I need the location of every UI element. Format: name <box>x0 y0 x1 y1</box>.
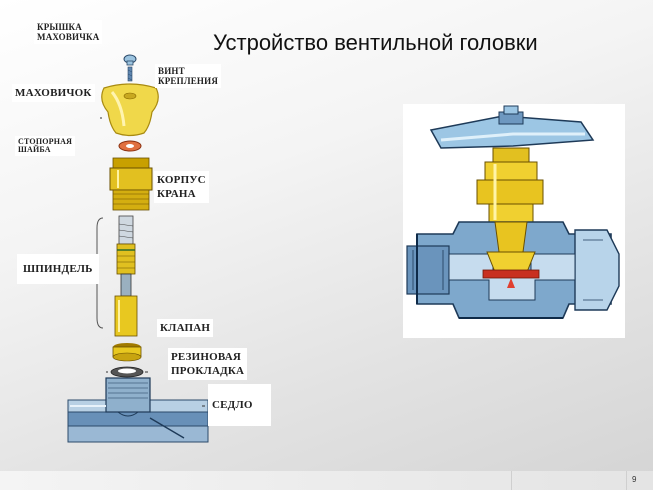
handwheel-part <box>101 83 159 137</box>
label-fixing-screw: ВИНТ КРЕПЛЕНИЯ <box>155 64 222 88</box>
label-valve-seat: СЕДЛО <box>208 384 271 426</box>
spindle-part <box>114 215 138 337</box>
fixing-screw-part <box>127 66 133 82</box>
tap-body-part <box>109 157 153 211</box>
valve-seat-part <box>67 377 209 443</box>
label-tap-body: КОРПУС КРАНА <box>154 171 209 203</box>
slide-footer <box>0 471 653 490</box>
label-lock-washer: СТОПОРНАЯ ШАЙБА <box>15 136 76 156</box>
lock-washer-part <box>118 140 142 152</box>
valve-cross-section-drawing <box>403 104 625 338</box>
page-number: 9 <box>632 475 637 484</box>
slide-title: Устройство вентильной головки <box>213 30 538 55</box>
rubber-gasket-part <box>110 366 144 378</box>
label-handwheel-cover: КРЫШКА МАХОВИЧКА <box>34 20 103 44</box>
valve-part <box>112 343 142 362</box>
exploded-valve-diagram <box>67 54 209 443</box>
label-rubber-gasket: РЕЗИНОВАЯ ПРОКЛАДКА <box>168 348 248 380</box>
footer-segment <box>626 471 653 490</box>
label-spindle: ШПИНДЕЛЬ <box>17 254 99 284</box>
footer-segment <box>511 471 627 490</box>
handwheel-cover-part <box>123 54 137 66</box>
label-handwheel: МАХОВИЧОК <box>12 84 95 102</box>
label-valve: КЛАПАН <box>157 319 214 337</box>
valve-cross-section-image <box>403 104 625 338</box>
